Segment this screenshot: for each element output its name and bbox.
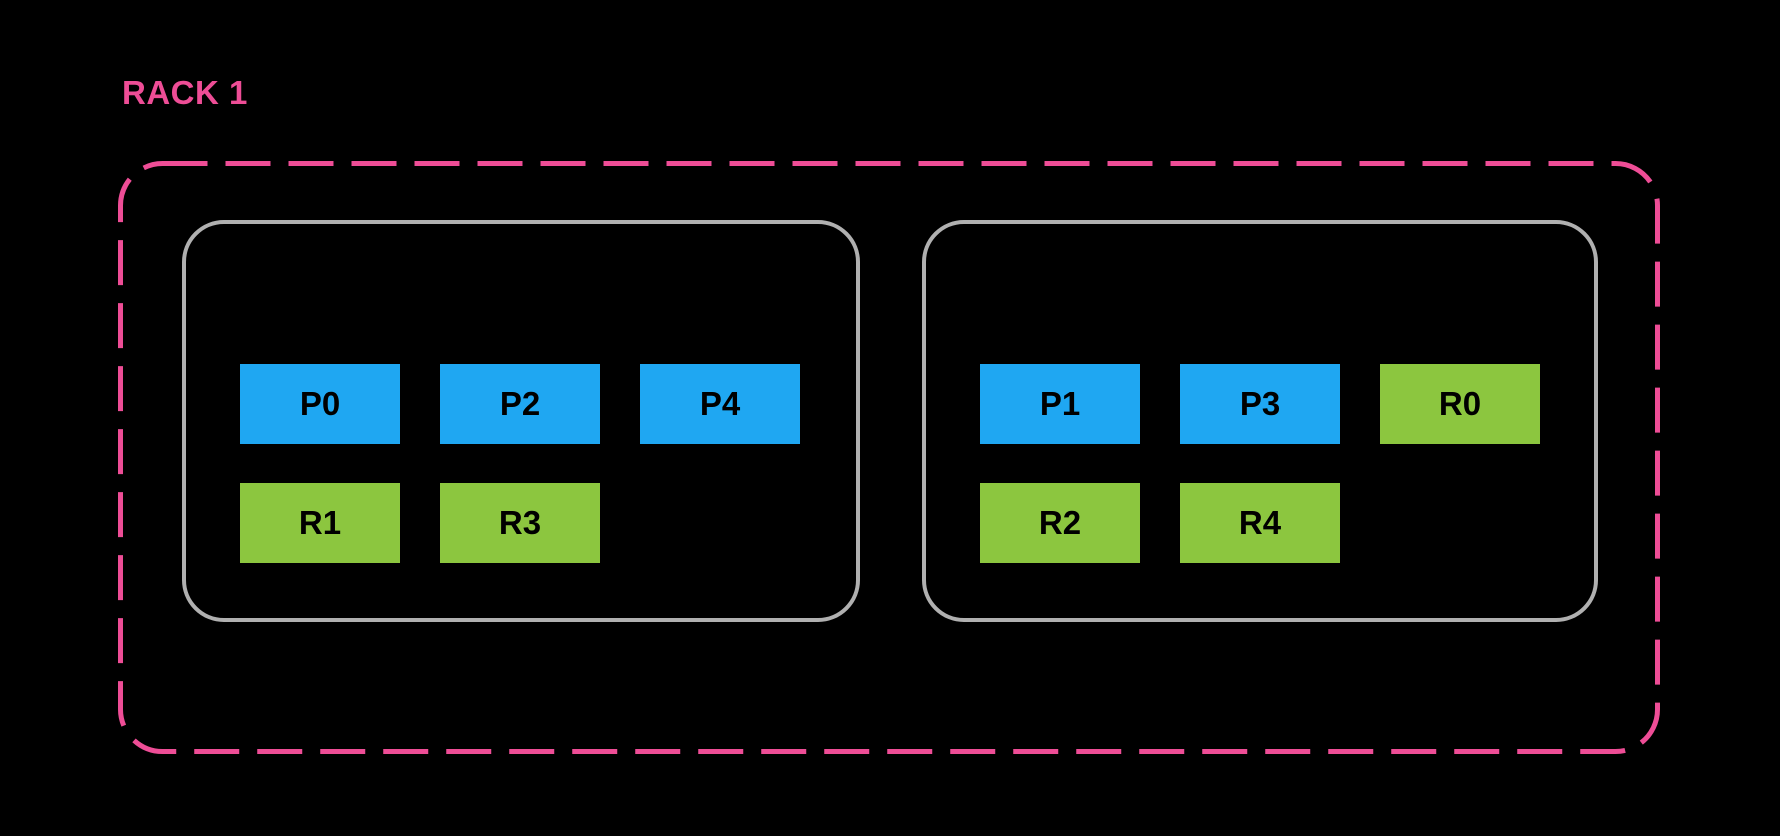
shard-p4: P4 <box>640 364 800 444</box>
shard-r3: R3 <box>440 483 600 563</box>
shard-p2: P2 <box>440 364 600 444</box>
shard-p3: P3 <box>1180 364 1340 444</box>
shard-r2: R2 <box>980 483 1140 563</box>
shard-r4: R4 <box>1180 483 1340 563</box>
shard-p1: P1 <box>980 364 1140 444</box>
shard-r0: R0 <box>1380 364 1540 444</box>
shard-p0: P0 <box>240 364 400 444</box>
shard-r1: R1 <box>240 483 400 563</box>
rack-title: RACK 1 <box>122 74 248 111</box>
rack-dashed-border-rect <box>118 161 1660 754</box>
